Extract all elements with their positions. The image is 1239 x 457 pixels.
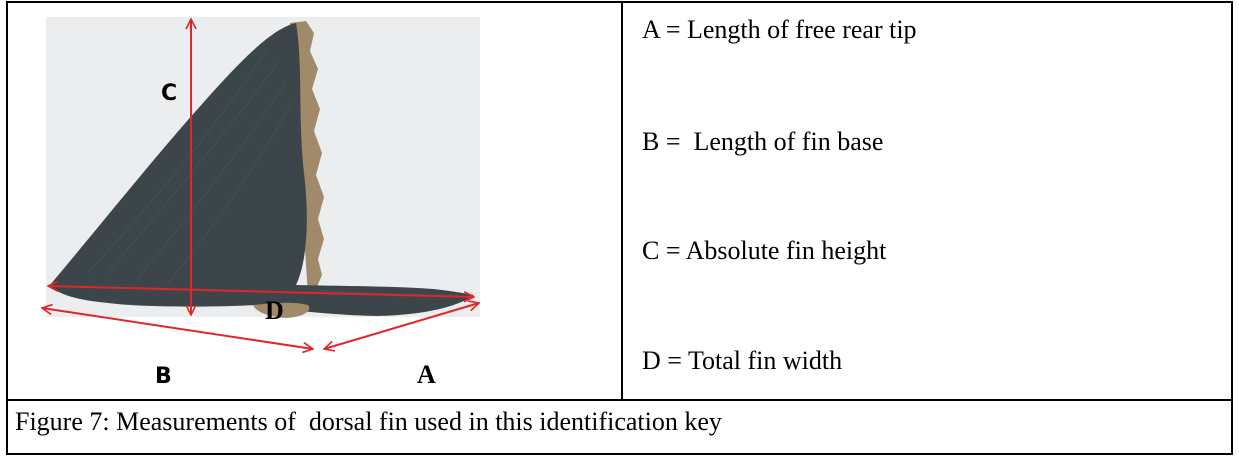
legend-item-b: B = Length of fin base xyxy=(642,127,884,156)
label-a: A xyxy=(417,360,436,389)
legend-cell: A = Length of free rear tip B = Length o… xyxy=(623,3,1231,399)
fin-body xyxy=(50,23,474,316)
label-b: B xyxy=(155,364,172,389)
measure-line-d xyxy=(48,286,474,297)
measurement-lines xyxy=(42,19,479,349)
legend-item-a: A = Length of free rear tip xyxy=(642,15,917,44)
label-c: C xyxy=(161,81,177,106)
label-d: D xyxy=(265,296,284,325)
image-cell: C D B A xyxy=(8,3,623,399)
measure-line-b xyxy=(42,308,313,349)
dorsal-fin-diagram: C D B A xyxy=(28,17,498,389)
caption-cell: Figure 7: Measurements of dorsal fin use… xyxy=(8,399,1231,453)
figure-table: C D B A A = Length of free rear tip B = … xyxy=(6,1,1233,455)
dorsal-fin-figure: C D B A xyxy=(28,3,498,397)
legend-item-c: C = Absolute fin height xyxy=(642,236,887,265)
figure-caption: Figure 7: Measurements of dorsal fin use… xyxy=(15,407,722,436)
measure-line-a xyxy=(324,303,479,349)
legend-item-d: D = Total fin width xyxy=(642,346,843,375)
